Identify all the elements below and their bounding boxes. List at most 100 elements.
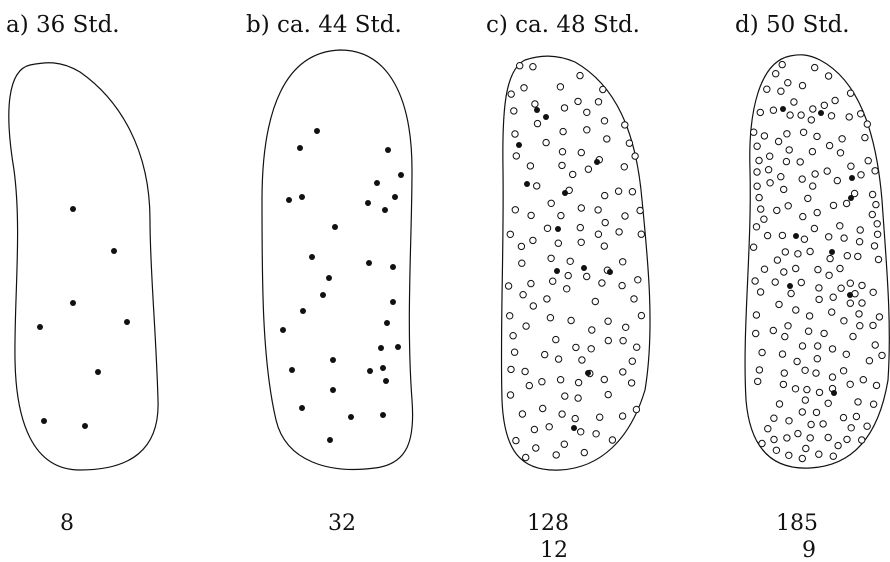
- filled-dot: [829, 249, 835, 255]
- open-circle: [560, 440, 568, 448]
- panel-b: b) ca. 44 Std. 32: [246, 12, 414, 536]
- filled-dot: [385, 147, 391, 153]
- open-circle: [846, 279, 854, 287]
- panel-a-outline: [8, 62, 159, 471]
- open-circle: [868, 190, 877, 199]
- open-circle: [846, 380, 854, 388]
- open-circle: [869, 288, 877, 296]
- open-circle: [861, 133, 869, 142]
- open-circle: [801, 366, 809, 374]
- open-circle: [836, 222, 844, 230]
- open-circle: [619, 368, 627, 376]
- open-circle: [512, 152, 520, 160]
- open-circle: [622, 323, 630, 331]
- open-circle: [604, 390, 612, 399]
- filled-dot: [848, 195, 854, 201]
- open-circle: [594, 230, 603, 238]
- open-circle: [824, 72, 833, 80]
- open-circle: [531, 100, 539, 108]
- panel-b-dots: [280, 128, 404, 443]
- open-circle: [846, 89, 855, 97]
- open-circle: [547, 199, 555, 208]
- open-circle: [591, 297, 599, 306]
- open-circle: [787, 289, 795, 298]
- open-circle: [566, 257, 574, 265]
- open-circle: [600, 117, 609, 125]
- open-circle: [784, 322, 792, 330]
- open-circle: [619, 258, 627, 266]
- open-circle: [804, 327, 813, 335]
- open-circle: [770, 414, 778, 422]
- open-circle: [628, 357, 636, 365]
- open-circle: [752, 311, 761, 319]
- open-circle: [577, 238, 585, 247]
- filled-dot: [555, 226, 561, 232]
- panel-c: c) ca. 48 Std. 128 12: [486, 12, 651, 562]
- open-circle: [532, 444, 540, 452]
- open-circle: [599, 85, 607, 94]
- open-circle: [603, 135, 611, 143]
- open-circle: [784, 79, 792, 87]
- open-circle: [546, 314, 555, 322]
- open-circle: [790, 98, 798, 106]
- open-circle: [873, 230, 882, 239]
- open-circle: [847, 424, 855, 432]
- open-circle: [752, 223, 761, 231]
- open-circle: [766, 152, 774, 160]
- open-circle: [587, 345, 595, 353]
- open-circle: [811, 170, 819, 178]
- open-circle: [578, 356, 586, 364]
- open-circle: [596, 413, 604, 421]
- open-circle: [520, 84, 528, 92]
- open-circle: [826, 254, 834, 263]
- open-circle: [552, 451, 560, 459]
- open-circle: [773, 206, 781, 215]
- open-circle: [858, 281, 866, 290]
- open-circle: [583, 108, 591, 117]
- open-circle: [829, 452, 837, 460]
- open-circle: [834, 441, 842, 450]
- open-circle: [766, 179, 774, 187]
- open-circle: [802, 444, 810, 453]
- open-circle: [869, 400, 878, 408]
- open-circle: [824, 399, 832, 407]
- open-circle: [792, 306, 800, 314]
- open-circle: [799, 212, 807, 221]
- filled-dot: [70, 300, 76, 306]
- filled-dot: [299, 405, 305, 411]
- open-circle: [863, 120, 871, 128]
- filled-dot: [299, 194, 305, 200]
- open-circle: [754, 377, 762, 386]
- filled-dot: [124, 319, 130, 325]
- open-circle: [781, 332, 789, 341]
- filled-dot: [390, 299, 396, 305]
- open-circle: [506, 391, 515, 399]
- filled-dot: [111, 248, 117, 254]
- open-circle: [758, 439, 766, 448]
- filled-dot: [41, 418, 47, 424]
- open-circle: [824, 433, 832, 442]
- open-circle: [785, 417, 793, 425]
- open-circle: [869, 321, 877, 330]
- open-circle: [775, 300, 783, 309]
- open-circle: [857, 110, 865, 118]
- open-circle: [782, 157, 791, 166]
- open-circle: [558, 410, 566, 418]
- open-circle: [558, 148, 567, 156]
- open-circle: [807, 116, 815, 124]
- open-circle: [840, 234, 848, 242]
- open-circle: [559, 127, 567, 136]
- open-circle: [618, 281, 626, 290]
- open-circle: [751, 277, 759, 285]
- open-circle: [811, 63, 819, 72]
- open-circle: [636, 206, 644, 215]
- open-circle: [878, 351, 886, 360]
- open-circle: [618, 412, 627, 420]
- open-circle: [806, 434, 814, 442]
- open-circle: [608, 436, 617, 444]
- open-circle: [584, 165, 593, 173]
- open-circle: [833, 176, 841, 185]
- open-circle: [637, 230, 645, 238]
- open-circle: [799, 128, 808, 137]
- open-circle: [529, 236, 537, 245]
